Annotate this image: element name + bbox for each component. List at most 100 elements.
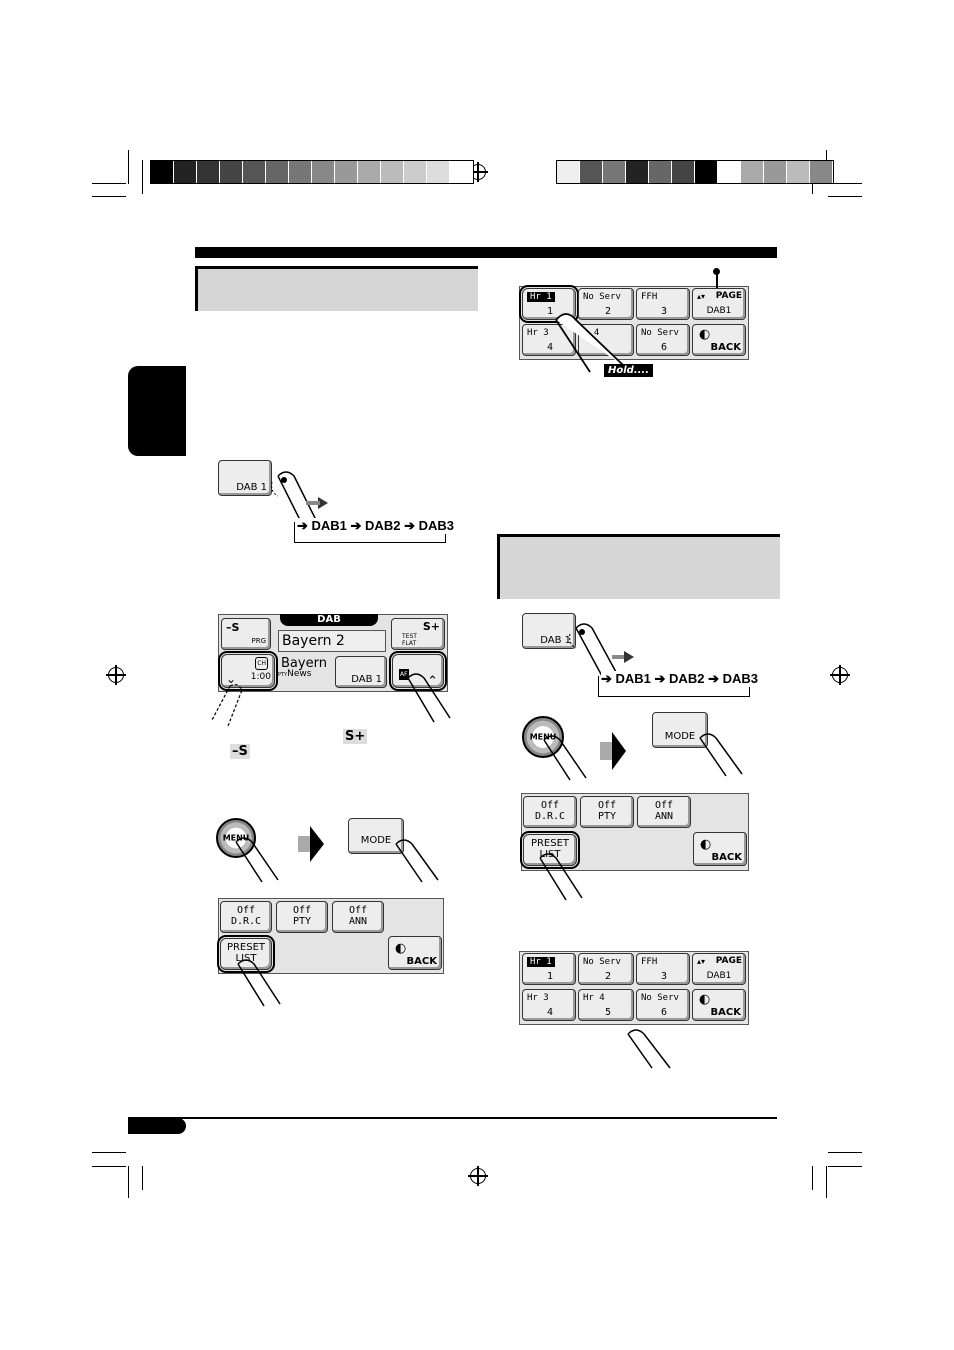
page-bank-label: DAB1 <box>706 971 732 981</box>
crop-mark <box>828 183 862 184</box>
color-swatch <box>427 161 450 183</box>
back-button[interactable]: ◐ BACK <box>692 989 746 1021</box>
dab-bank-button-screen[interactable]: DAB 1 <box>335 656 387 688</box>
preset-2-button[interactable]: No Serv 2 <box>578 288 634 320</box>
dial-knob-icon: ◐ <box>699 992 711 1007</box>
preset-list-button[interactable]: PRESET LIST <box>217 935 275 973</box>
preset-5-name: Hr 4 <box>583 993 605 1003</box>
crop-mark <box>92 1152 126 1153</box>
menu-knob[interactable]: MENU <box>522 716 564 758</box>
color-swatch <box>381 161 404 183</box>
back-button[interactable]: ◐ BACK <box>692 324 746 356</box>
ch-value: 1:00 <box>250 672 271 682</box>
page-label: PAGE <box>715 956 742 966</box>
arrow-right-icon <box>318 497 328 509</box>
preset-2-number: 2 <box>604 306 611 317</box>
pty-tag: PTY <box>278 672 288 678</box>
preset-3-button[interactable]: FFH 3 <box>636 288 690 320</box>
dab-bank-label: DAB 1 <box>236 482 267 493</box>
crop-mark <box>828 1152 862 1153</box>
pty-button[interactable]: Off PTY <box>276 901 328 933</box>
preset-6-number: 6 <box>660 342 667 353</box>
af-label: AF <box>399 669 409 680</box>
color-swatch <box>197 161 220 183</box>
crop-mark <box>128 1166 129 1198</box>
ann-button[interactable]: Off ANN <box>637 796 691 828</box>
preset-3-name: FFH <box>641 292 658 302</box>
s-plus-inline-icon: S+ <box>343 729 368 744</box>
registration-mark-icon <box>468 1166 488 1186</box>
seek-down-button[interactable]: ⌄ CH 1:00 <box>218 651 278 691</box>
station-name: Bayern 2 <box>278 630 386 652</box>
color-swatch <box>810 161 833 183</box>
drc-label: D.R.C <box>534 811 566 822</box>
arrow-right-icon <box>600 732 626 770</box>
back-button[interactable]: ◐ BACK <box>693 832 747 866</box>
mode-label: MODE <box>360 835 392 846</box>
registration-mark-icon <box>830 665 850 685</box>
finger-icon <box>539 853 583 901</box>
color-swatch <box>695 161 718 183</box>
color-swatch <box>404 161 427 183</box>
footer-rule <box>128 1117 777 1119</box>
ann-button[interactable]: Off ANN <box>332 901 384 933</box>
bank-dab2: DAB2 <box>669 671 705 686</box>
section-heading-box-right <box>497 534 780 599</box>
page-button[interactable]: ▴▾ PAGE DAB1 <box>692 953 746 985</box>
section-heading-box-left <box>195 266 478 311</box>
finger-icon <box>407 673 451 723</box>
finger-icon <box>555 313 625 373</box>
finger-icon <box>627 1029 671 1069</box>
bank-dab1: DAB1 <box>311 518 347 533</box>
bank-label: DAB 1 <box>351 674 382 685</box>
crop-mark <box>812 1166 813 1190</box>
preset-3-button[interactable]: FFH 3 <box>636 953 690 985</box>
bank-sequence: ➔ DAB1 ➔ DAB2 ➔ DAB3 <box>297 518 454 534</box>
test-label: TEST <box>402 633 417 640</box>
prg-label: PRG <box>251 637 266 645</box>
page-bank-label: DAB1 <box>706 306 732 316</box>
dab-bank-button[interactable]: DAB 1 <box>218 460 272 496</box>
finger-icon <box>699 733 743 777</box>
preset-6-name: No Serv <box>641 993 679 1003</box>
preset-4-button[interactable]: Hr 3 4 <box>522 324 576 356</box>
page-label: PAGE <box>715 291 742 301</box>
pty-state: Off <box>597 800 617 811</box>
color-swatch <box>626 161 649 183</box>
mode-button[interactable]: MODE <box>348 818 404 854</box>
page-button[interactable]: ▴▾ PAGE DAB1 <box>692 288 746 320</box>
drc-button[interactable]: Off D.R.C <box>523 796 577 828</box>
drc-button[interactable]: Off D.R.C <box>220 901 272 933</box>
preset-1-button[interactable]: Hr 1 1 <box>522 953 576 985</box>
ann-label: ANN <box>348 916 368 927</box>
s-plus-button[interactable]: S+ TEST FLAT <box>391 618 445 650</box>
menu-knob[interactable]: MENU <box>216 818 256 858</box>
crop-mark <box>826 1166 827 1198</box>
crop-mark <box>142 1166 143 1190</box>
preset-5-button[interactable]: Hr 4 5 <box>578 989 634 1021</box>
dab-title-text: DAB <box>317 614 341 625</box>
back-button[interactable]: ◐ BACK <box>388 936 442 970</box>
seek-up-button[interactable]: AF ⌃ <box>389 651 447 691</box>
color-calibration-bar-left <box>150 160 474 184</box>
preset-6-button[interactable]: No Serv 6 <box>636 989 690 1021</box>
dab-bank-button[interactable]: DAB 1 <box>522 613 576 649</box>
preset-2-name: No Serv <box>583 292 621 302</box>
ann-label: ANN <box>654 811 674 822</box>
back-label: BACK <box>406 956 437 967</box>
preset-3-number: 3 <box>660 306 667 317</box>
crop-mark <box>92 1166 126 1167</box>
ann-state: Off <box>654 800 674 811</box>
pty-label: PTY <box>292 916 312 927</box>
arrow-right-icon <box>298 826 324 862</box>
preset-2-button[interactable]: No Serv 2 <box>578 953 634 985</box>
minus-s-button[interactable]: –S PRG <box>221 618 271 650</box>
page-number-tab <box>128 1118 186 1134</box>
crop-mark <box>92 196 126 197</box>
pty-button[interactable]: Off PTY <box>580 796 634 828</box>
mode-button[interactable]: MODE <box>652 712 708 748</box>
preset-4-button[interactable]: Hr 3 4 <box>522 989 576 1021</box>
preset-6-button[interactable]: No Serv 6 <box>636 324 690 356</box>
finger-icon <box>543 735 587 781</box>
color-swatch <box>649 161 672 183</box>
